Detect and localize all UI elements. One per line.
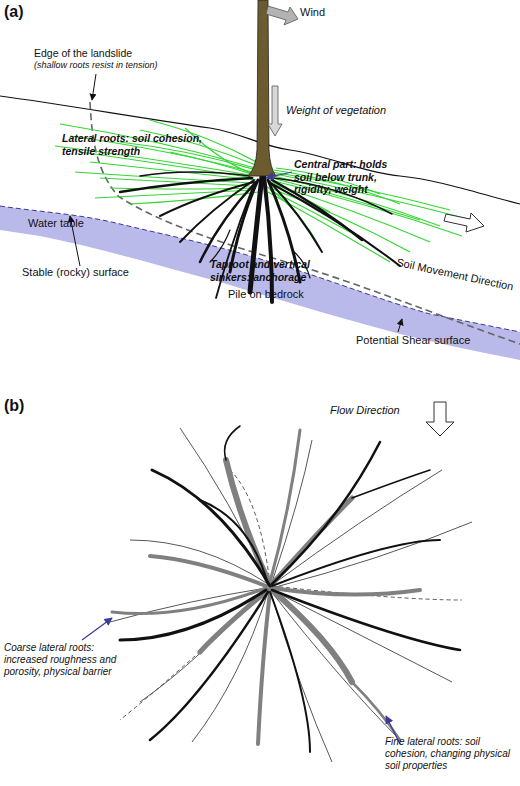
drawing-part [272,588,420,595]
panel-letter: (a) [4,2,44,21]
drawing-part [120,178,252,192]
panel-letter: (b) [4,396,44,415]
surface-label: Stable (rocky) surface [22,266,182,279]
root-plan-coarse-grey [112,430,420,744]
drawing-part [140,172,250,176]
root-plan-coarse-black [120,426,460,752]
drawing-part [226,460,270,585]
surface-label: Potential Shear surface [356,334,516,347]
drawing-part [225,426,240,460]
drawing-part [352,470,430,498]
force-label: Weight of vegetation [286,104,426,117]
weight-arrow [268,86,282,136]
soil-movement-arrow [444,213,484,232]
drawing-part [272,540,440,586]
drawing-part [264,176,272,302]
drawing-part [90,162,256,180]
root-function-label: Central part: holds soil below trunk, ri… [294,158,406,196]
drawing-part [258,592,270,744]
drawing-part [352,682,400,740]
drawing-part [150,556,266,586]
drawing-part [200,182,256,262]
drawing-part [200,500,268,584]
root-function-label: Lateral roots: soil cohesion, tensile st… [62,132,214,157]
drawing-part [272,586,462,600]
surface-label: Pile on bedrock [228,288,348,301]
root-plan-thin [110,428,472,762]
force-label: Wind [300,6,360,19]
edge-label: Edge of the landslide [34,47,194,60]
drawing-part [210,230,230,262]
edge-note: (shallow roots resist in tension) [34,60,214,71]
drawing-part [272,590,460,650]
drawing-part [160,182,254,216]
drawing-part [272,470,442,585]
drawing-part [192,592,268,742]
direction-label: Flow Direction [330,404,430,417]
drawing-part [270,592,310,752]
root-function-label: Coarse lateral roots: increased roughnes… [4,642,136,678]
drawing-part [272,590,352,682]
flow-arrow [426,402,454,436]
leader-line [92,74,96,100]
direction-label: Soil Movement Direction [395,256,520,298]
drawing-part [272,184,400,266]
drawing-part [120,590,266,640]
leader-line [398,319,402,332]
drawing-part [112,588,266,614]
drawing-part [152,470,270,586]
water-table-label: Water table [28,217,128,230]
wind-arrow [266,6,298,25]
root-function-label: Fine lateral roots: soil cohesion, chang… [385,736,517,772]
leader-line [266,172,292,178]
drawing-part [272,442,380,584]
root-function-label: Taproot and vertical sinkers: anchorage [210,258,345,283]
drawing-part [150,592,268,740]
drawing-part [272,590,452,682]
leader-line [82,618,112,640]
